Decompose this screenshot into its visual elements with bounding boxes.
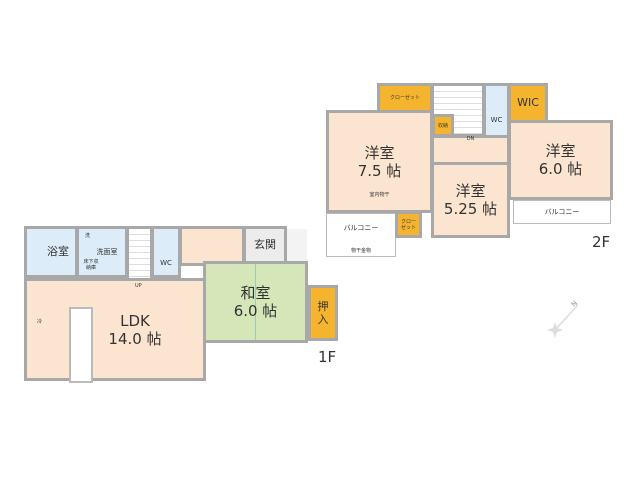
room2-label: 洋室 <box>455 182 486 200</box>
storage-2f: 収納 <box>432 114 454 137</box>
bathroom-label: 浴室 <box>47 245 69 259</box>
closet-top-label: クローゼット <box>389 95 420 101</box>
wc-1f: WC <box>151 226 181 278</box>
stairs-down-label: DN <box>466 136 475 142</box>
western-room-7-5: 洋室 7.5 帖 室内物干 <box>326 110 433 213</box>
room2-size: 5.25 帖 <box>443 200 498 218</box>
bathroom: 浴室 <box>24 226 78 278</box>
room3-size: 6.0 帖 <box>538 160 583 178</box>
ldk-size: 14.0 帖 <box>108 329 162 348</box>
japanese-room: 和室 6.0 帖 <box>203 261 308 343</box>
western-room-5-25: 洋室 5.25 帖 <box>431 162 510 238</box>
walk-in-closet: WIC <box>508 83 548 123</box>
oshiire-label: 押入 <box>317 299 329 326</box>
stairs-1f <box>126 226 153 282</box>
closet-small-label: クローゼット <box>400 218 416 231</box>
compass-icon <box>547 304 579 338</box>
washroom-label: 洗面室 <box>96 247 118 256</box>
porch <box>287 229 307 262</box>
western-room-6-0: 洋室 6.0 帖 <box>508 120 613 200</box>
floor-1-label: 1F <box>318 348 337 366</box>
storage-label: 収納 <box>437 122 448 129</box>
kitchen-counter <box>69 307 93 383</box>
entrance-label: 玄関 <box>254 238 276 252</box>
floor-2-label: 2F <box>592 233 611 251</box>
wc-1f-label: WC <box>160 258 172 267</box>
wic-label: WIC <box>517 96 539 110</box>
closet-2f-top: クローゼット <box>377 83 433 113</box>
drying-hardware-label: 物干金物 <box>350 248 371 254</box>
entrance: 玄関 <box>243 226 287 264</box>
ldk-label: LDK <box>120 311 150 330</box>
ldk: LDK 14.0 帖 冷 <box>24 278 206 383</box>
room1-size: 7.5 帖 <box>357 161 402 180</box>
wc-2f: WC <box>483 83 510 138</box>
indoor-drying-label: 室内物干 <box>369 192 390 198</box>
balcony-right-label: バルコニー <box>544 207 580 216</box>
closet-2f-small: クローゼット <box>395 211 422 238</box>
hallway-2f: DN <box>431 135 510 165</box>
balcony-right: バルコニー <box>513 200 611 224</box>
room1-label: 洋室 <box>364 143 395 162</box>
fridge-label: 冷 <box>37 319 43 325</box>
wc-2f-label: WC <box>490 116 503 125</box>
japanese-room-label: 和室 <box>240 284 271 302</box>
underfloor-storage-label: 床下収納庫 <box>83 259 99 271</box>
balcony-left-label: バルコニー <box>343 223 379 232</box>
washer-label: 洗 <box>85 233 91 239</box>
hallway-1f <box>179 226 245 266</box>
washroom: 洗 洗面室 床下収納庫 <box>76 226 128 278</box>
japanese-room-size: 6.0 帖 <box>233 302 278 320</box>
room3-label: 洋室 <box>545 142 576 160</box>
oshiire-closet: 押入 <box>308 285 338 341</box>
balcony-left: バルコニー 物干金物 <box>326 213 396 257</box>
stairs-up-label: UP <box>135 283 142 289</box>
